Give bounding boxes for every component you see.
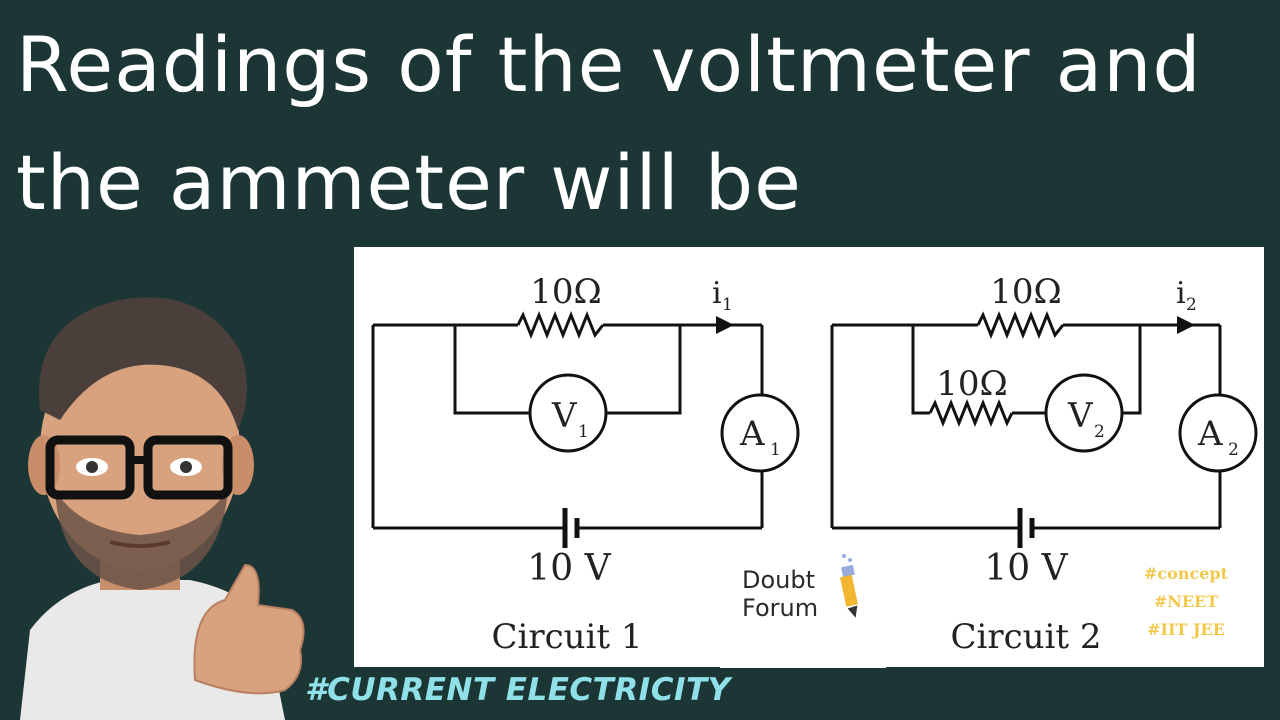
circuit-1-caption: Circuit 1 (491, 617, 642, 657)
circuit-1-wiring (371, 310, 764, 530)
battery-1 (562, 508, 580, 548)
circuit-diagram-panel (354, 247, 1264, 667)
voltmeter-2 (1044, 373, 1124, 453)
circuit-1-resistor-label: 10Ω (530, 272, 601, 312)
ammeter-2 (1178, 393, 1258, 473)
tag-neet: #NEET (1153, 592, 1219, 611)
topic-hashtag: #CURRENT ELECTRICITY (305, 672, 731, 708)
circuit-2-current-label: i (1176, 276, 1186, 311)
circuit-2-inner-resistor-label: 10Ω (936, 364, 1007, 404)
ammeter-1 (720, 393, 800, 473)
tag-iit-jee: #IIT JEE (1147, 620, 1225, 639)
tag-concept: #concept (1144, 564, 1228, 583)
title-line-1: Readings of the voltmeter and (16, 20, 1202, 109)
current-arrow-2 (1177, 316, 1195, 334)
title-line-2: the ammeter will be (16, 138, 802, 227)
presenter-avatar (20, 297, 305, 720)
voltmeter-2-sub: 2 (1094, 422, 1105, 442)
voltmeter-1-sub: 1 (578, 422, 589, 442)
question-title: Readings of the voltmeter and the ammete… (16, 6, 1276, 242)
brand-line-2: Forum (742, 594, 819, 622)
doubt-forum-logo: Doubt Forum (742, 566, 818, 622)
ammeter-1-sub: 1 (770, 440, 781, 460)
ammeter-1-label: A (739, 414, 765, 454)
ammeter-2-label: A (1197, 414, 1223, 454)
circuit-2-resistor-label: 10Ω (990, 272, 1061, 312)
tag-list: #concept #NEET #IIT JEE (1136, 560, 1236, 644)
pencil-icon (839, 554, 858, 618)
battery-2 (1017, 508, 1035, 548)
ammeter-2-sub: 2 (1228, 440, 1239, 460)
voltmeter-1 (528, 373, 608, 453)
circuit-2-wiring (830, 310, 1222, 530)
panel-tab (720, 660, 886, 668)
voltmeter-2-label: V (1067, 396, 1094, 436)
circuit-1-current-label: i (712, 276, 722, 311)
current-arrow-1 (716, 316, 734, 334)
battery-1-label: 10 V (527, 548, 611, 589)
circuit-2-current-sub: 2 (1186, 295, 1197, 315)
brand-line-1: Doubt (742, 566, 816, 594)
circuit-2-caption: Circuit 2 (950, 617, 1101, 657)
circuit-1-current-sub: 1 (722, 295, 733, 315)
voltmeter-1-label: V (551, 396, 578, 436)
battery-2-label: 10 V (984, 548, 1068, 589)
